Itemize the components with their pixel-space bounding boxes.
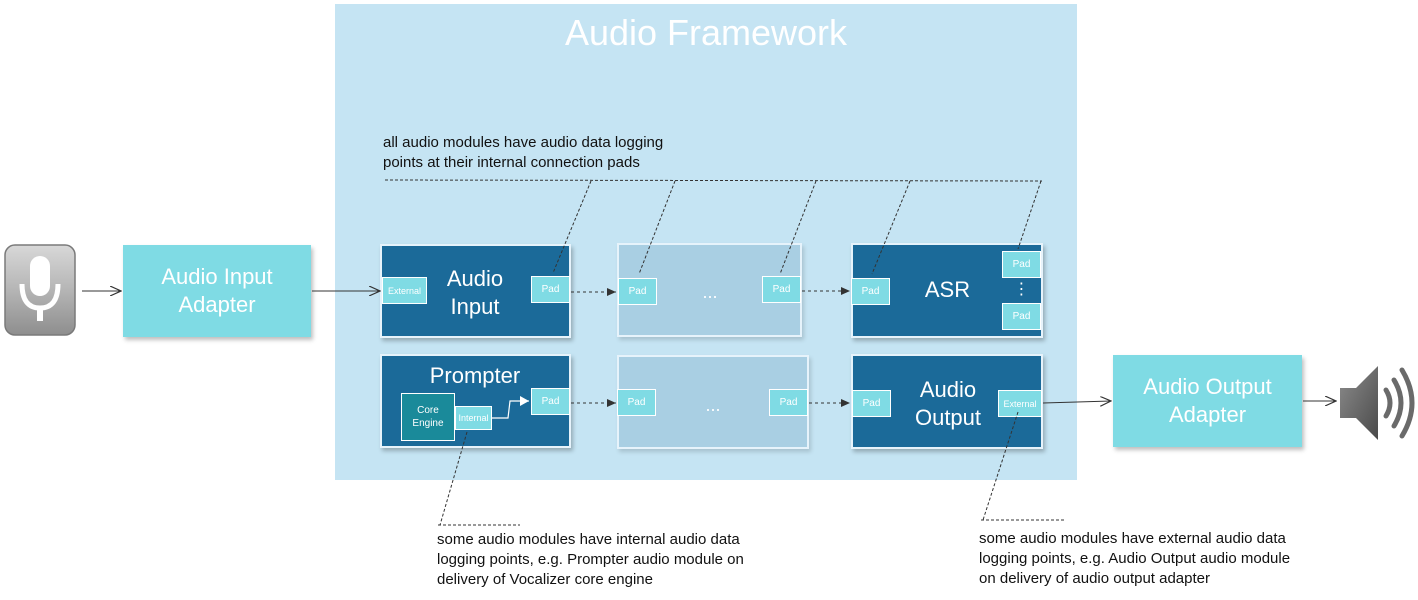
internal-logging-note: some audio modules have internal audio d… bbox=[437, 530, 744, 590]
internal-note-line: logging points, e.g. Prompter audio modu… bbox=[437, 551, 744, 568]
external-note-line: on delivery of audio output adapter bbox=[979, 570, 1210, 587]
external-logging-note: some audio modules have external audio d… bbox=[979, 529, 1290, 589]
core-engine-line: Core bbox=[417, 405, 439, 416]
module-label-line: Output bbox=[914, 405, 982, 430]
module-label-line: Audio bbox=[919, 377, 977, 402]
adapter-label-line: Audio Input bbox=[161, 264, 273, 289]
audio-output-adapter: Audio Output Adapter bbox=[1113, 355, 1302, 447]
external-pad: External bbox=[382, 277, 427, 304]
framework-title: Audio Framework bbox=[564, 12, 848, 53]
adapter-label-line: Audio Output bbox=[1143, 374, 1272, 399]
annotation-line bbox=[552, 180, 592, 274]
connector-arrow bbox=[1042, 401, 1111, 403]
annotation-line bbox=[779, 180, 817, 275]
top-note-line: points at their internal connection pads bbox=[383, 154, 640, 171]
annotation-line bbox=[871, 180, 911, 275]
speaker-icon bbox=[1338, 362, 1418, 444]
internal-pad: Internal bbox=[455, 406, 492, 430]
external-pad: External bbox=[998, 390, 1042, 417]
ellipsis: ... bbox=[705, 395, 721, 415]
audio-input-label: Audio Input bbox=[425, 265, 525, 321]
pad: Pad bbox=[617, 389, 656, 416]
annotation-line bbox=[384, 179, 1043, 182]
module-label-line: Audio bbox=[446, 266, 504, 291]
vertical-ellipsis: ⋮ bbox=[1013, 281, 1030, 298]
pad: Pad bbox=[618, 278, 657, 305]
audio-output-label: Audio Output bbox=[898, 376, 998, 432]
pad: Pad bbox=[762, 276, 801, 303]
core-engine-block: Core Engine bbox=[401, 393, 455, 441]
annotation-line bbox=[982, 411, 1019, 521]
prompter-label: Prompter bbox=[429, 363, 521, 388]
adapter-label-line: Adapter bbox=[178, 292, 256, 317]
annotation-line bbox=[1017, 180, 1042, 250]
pad: Pad bbox=[769, 389, 808, 416]
annotation-line bbox=[638, 180, 676, 275]
pad: Pad bbox=[531, 388, 570, 415]
external-note-line: some audio modules have external audio d… bbox=[979, 530, 1286, 547]
pad: Pad bbox=[1002, 303, 1041, 330]
ellipsis: ... bbox=[702, 282, 718, 302]
internal-note-line: some audio modules have internal audio d… bbox=[437, 531, 740, 548]
pad: Pad bbox=[851, 278, 890, 305]
microphone-icon bbox=[4, 244, 76, 336]
external-note-line: logging points, e.g. Audio Output audio … bbox=[979, 550, 1291, 567]
top-note-line: all audio modules have audio data loggin… bbox=[383, 134, 664, 151]
internal-note-line: delivery of Vocalizer core engine bbox=[437, 571, 653, 588]
adapter-label-line: Adapter bbox=[1168, 402, 1247, 427]
core-engine-line: Engine bbox=[412, 418, 444, 429]
top-note: all audio modules have audio data loggin… bbox=[383, 133, 663, 173]
audio-input-adapter: Audio Input Adapter bbox=[123, 245, 311, 337]
pad: Pad bbox=[852, 390, 891, 417]
pad: Pad bbox=[1002, 251, 1041, 278]
internal-arrow bbox=[492, 396, 529, 419]
annotation-line bbox=[439, 431, 468, 526]
module-label-line: Input bbox=[450, 294, 500, 319]
asr-label: ASR bbox=[924, 277, 971, 302]
pad: Pad bbox=[531, 276, 570, 303]
